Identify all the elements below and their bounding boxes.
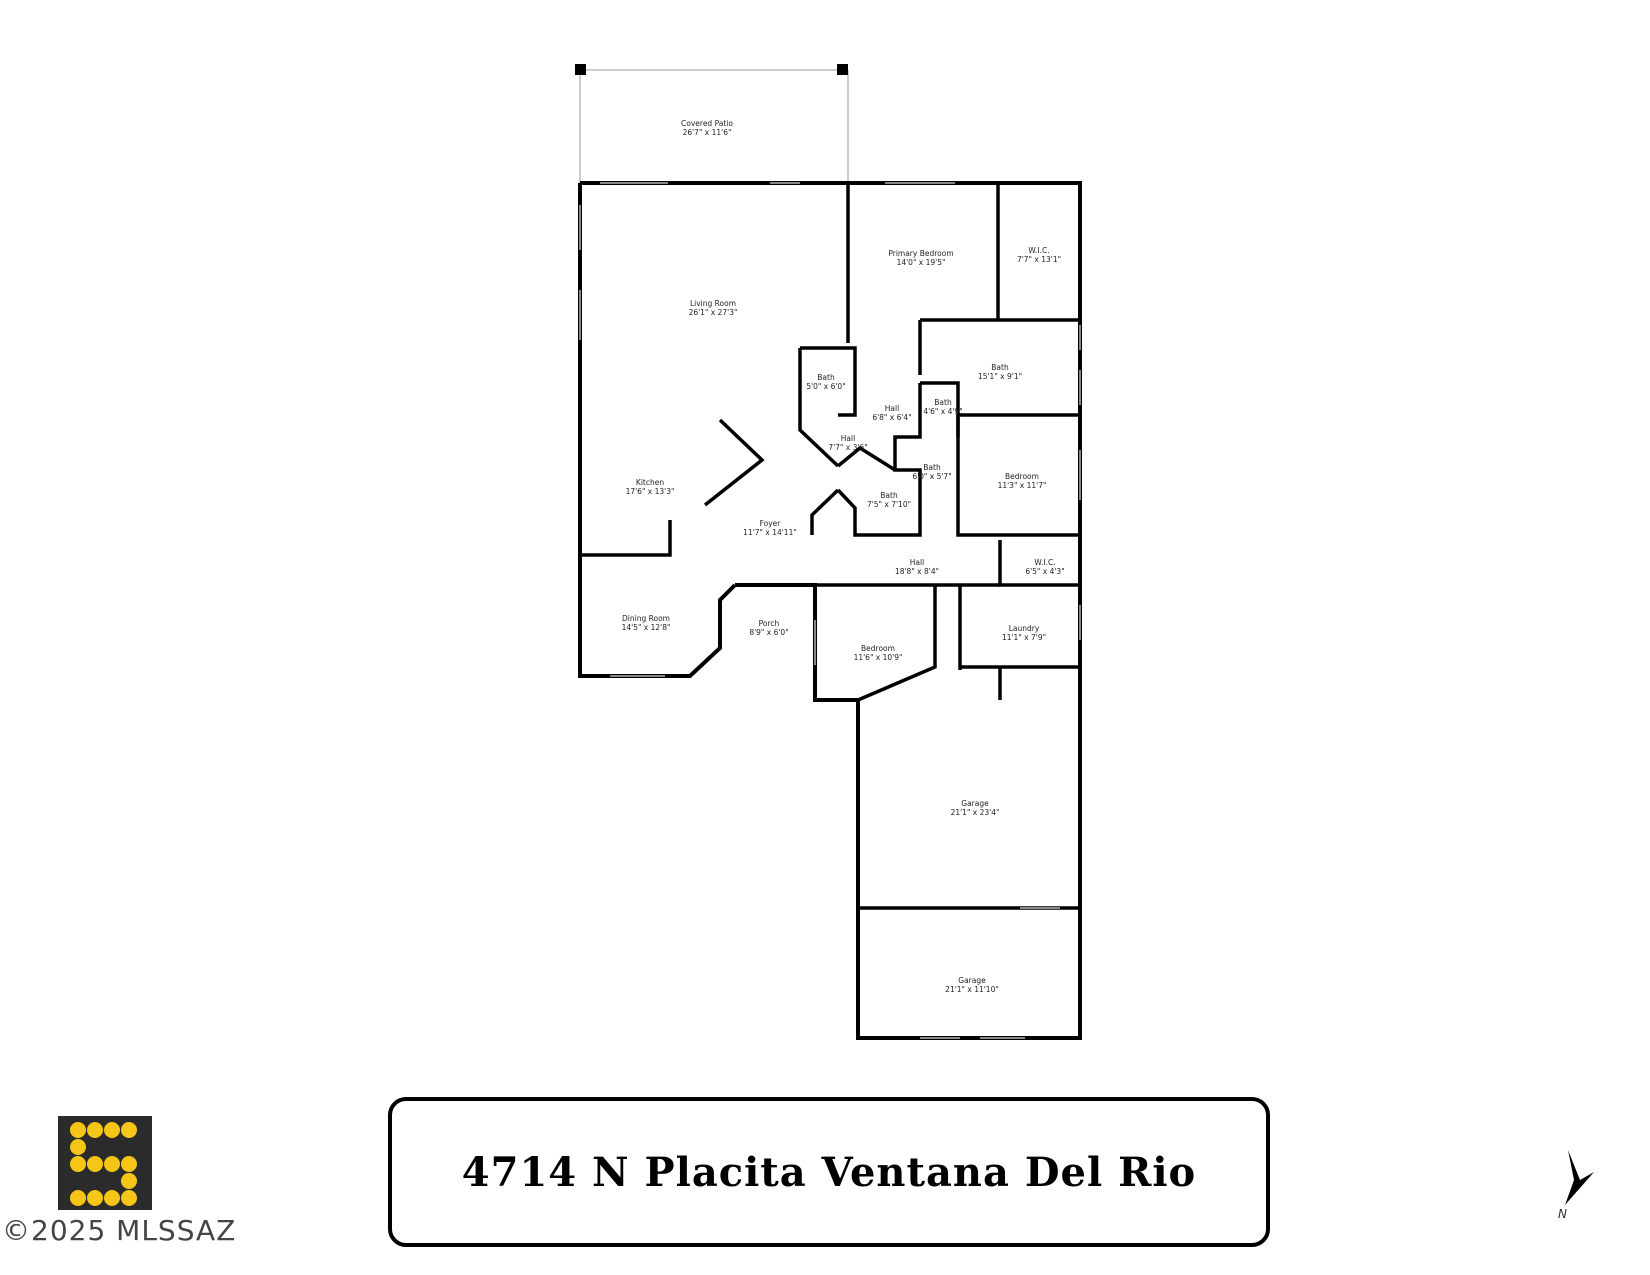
room-name-bath: Bath [880, 491, 898, 500]
mls-logo-mark [70, 1122, 137, 1206]
room-name-dining-room: Dining Room [622, 614, 670, 623]
room-dims-w-i-c: 6'5" x 4'3" [1025, 567, 1064, 576]
room-dims-kitchen: 17'6" x 13'3" [626, 487, 675, 496]
mls-logo [58, 1116, 152, 1210]
room-dims-covered-patio: 26'7" x 11'6" [683, 128, 732, 137]
room-name-laundry: Laundry [1009, 624, 1040, 633]
room-name-bath: Bath [991, 363, 1009, 372]
window-marks [579, 182, 1081, 1039]
room-name-bath: Bath [934, 398, 952, 407]
north-arrow-icon: N [1558, 1150, 1594, 1220]
room-dims-primary-bedroom: 14'0" x 19'5" [897, 258, 946, 267]
room-dims-bath: 15'1" x 9'1" [978, 372, 1022, 381]
room-name-bedroom: Bedroom [1005, 472, 1039, 481]
room-name-bath: Bath [817, 373, 835, 382]
room-dims-bath: 5'0" x 6'0" [806, 382, 845, 391]
room-dims-hall: 18'8" x 8'4" [895, 567, 939, 576]
room-dims-hall: 6'8" x 6'4" [872, 413, 911, 422]
room-name-hall: Hall [885, 404, 899, 413]
room-name-w-i-c: W.I.C. [1034, 558, 1055, 567]
patio-post [837, 64, 848, 75]
room-dims-living-room: 26'1" x 27'3" [689, 308, 738, 317]
room-dims-dining-room: 14'5" x 12'8" [622, 623, 671, 632]
room-dims-hall: 7'7" x 3'6" [828, 443, 867, 452]
room-name-kitchen: Kitchen [636, 478, 664, 487]
room-dims-foyer: 11'7" x 14'11" [743, 528, 797, 537]
room-dims-porch: 8'9" x 6'0" [749, 628, 788, 637]
room-name-garage: Garage [961, 799, 989, 808]
room-dims-garage: 21'1" x 11'10" [945, 985, 999, 994]
room-name-bedroom: Bedroom [861, 644, 895, 653]
address-text: 4714 N Placita Ventana Del Rio [461, 1148, 1197, 1196]
room-name-covered-patio: Covered Patio [681, 119, 733, 128]
copyright-text: ©2025 MLSSAZ [2, 1214, 237, 1247]
room-name-living-room: Living Room [690, 299, 736, 308]
room-name-hall: Hall [910, 558, 924, 567]
room-name-hall: Hall [841, 434, 855, 443]
room-name-primary-bedroom: Primary Bedroom [888, 249, 953, 258]
room-name-foyer: Foyer [760, 519, 782, 528]
room-dims-bedroom: 11'6" x 10'9" [854, 653, 903, 662]
interior-walls [580, 183, 1080, 910]
room-dims-bedroom: 11'3" x 11'7" [998, 481, 1047, 490]
room-name-w-i-c: W.I.C. [1028, 246, 1049, 255]
room-dims-bath: 4'6" x 4'9" [923, 407, 962, 416]
room-dims-bath: 7'5" x 7'10" [867, 500, 911, 509]
room-name-garage: Garage [958, 976, 986, 985]
room-dims-garage: 21'1" x 23'4" [951, 808, 1000, 817]
room-name-porch: Porch [759, 619, 780, 628]
room-name-bath: Bath [923, 463, 941, 472]
patio-outline [579, 69, 849, 183]
room-dims-laundry: 11'1" x 7'9" [1002, 633, 1046, 642]
north-label: N [1558, 1207, 1567, 1220]
patio-post [575, 64, 586, 75]
room-dims-w-i-c: 7'7" x 13'1" [1017, 255, 1061, 264]
room-dims-bath: 6'0" x 5'7" [912, 472, 951, 481]
address-box: 4714 N Placita Ventana Del Rio [388, 1097, 1270, 1247]
